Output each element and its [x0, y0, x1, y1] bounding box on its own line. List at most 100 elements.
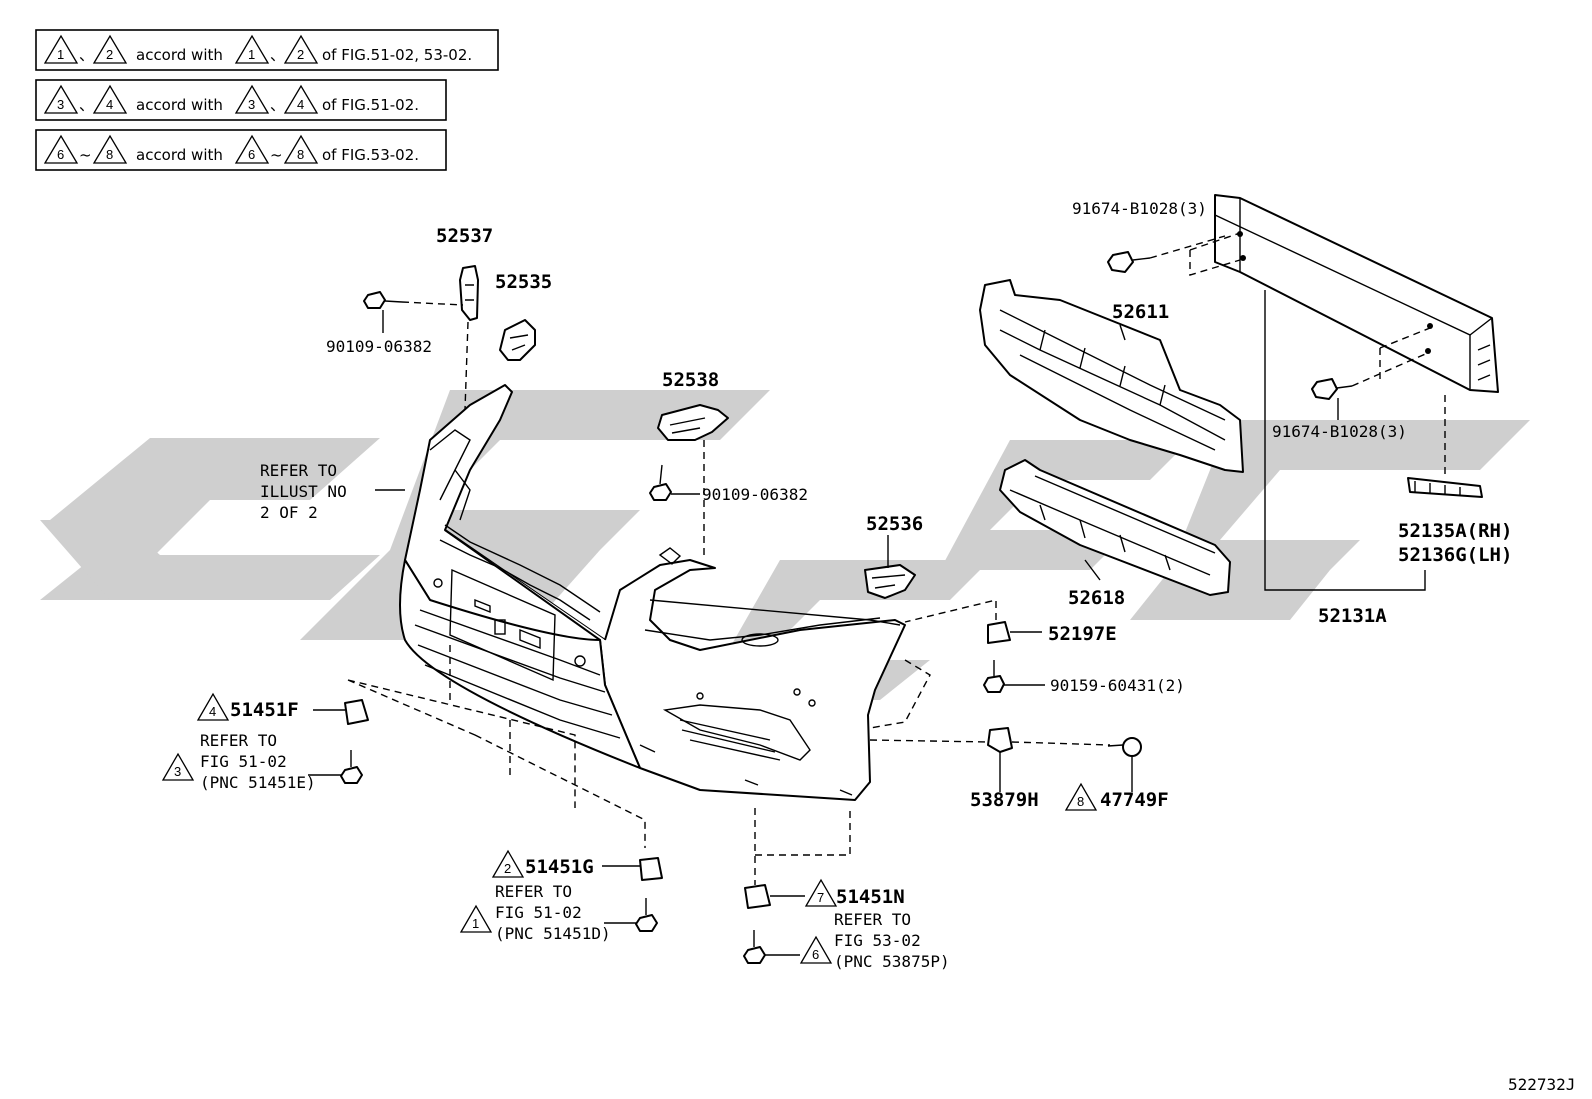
retainer-52535	[499, 319, 536, 361]
warning-triangle-icon	[1064, 782, 1098, 811]
marker-ref3: 3	[161, 752, 195, 781]
legend-marker-from: 6	[248, 147, 255, 162]
reinforcement-bar	[1214, 194, 1499, 393]
warning-triangle-icon	[92, 134, 128, 164]
warning-triangle-icon	[283, 84, 319, 114]
legend-row-3: 6 ~ 8 accord with 6 ~ 8 of FIG.53-02.	[43, 134, 419, 164]
svg-text:FIG 51-02: FIG 51-02	[495, 903, 582, 922]
legend-marker-to: 8	[297, 147, 304, 162]
label-52611: 52611	[1112, 301, 1169, 323]
svg-text:(PNC 51451D): (PNC 51451D)	[495, 924, 611, 943]
warning-triangle-icon	[234, 34, 270, 64]
warning-triangle-icon	[43, 84, 79, 114]
bolt-91674-lower	[1311, 378, 1353, 400]
bolt-ref3	[340, 750, 363, 784]
marker-51451G: 2	[491, 849, 525, 878]
label-52197E: 52197E	[1048, 623, 1117, 645]
svg-text:(PNC 53875P): (PNC 53875P)	[834, 952, 950, 971]
svg-text:2 OF 2: 2 OF 2	[260, 503, 318, 522]
legend-ref: of FIG.51-02.	[322, 96, 419, 114]
note-illust: REFER TO ILLUST NO 2 OF 2	[260, 461, 347, 522]
warning-triangle-icon	[92, 34, 128, 64]
legend-marker-from: 1	[57, 47, 64, 62]
warning-triangle-icon	[491, 849, 525, 878]
clip-52197E	[987, 621, 1011, 644]
bolt-90109-upper	[363, 291, 403, 309]
legend-marker-from: 3	[248, 97, 255, 112]
label-51451F: 51451F	[230, 699, 299, 721]
label-52136G: 52136G(LH)	[1398, 544, 1512, 566]
marker-ref1: 1	[459, 904, 493, 933]
legend-marker-from: 6	[57, 147, 64, 162]
legend-marker-to: 2	[106, 47, 113, 62]
bracket-53879H	[987, 727, 1013, 753]
legend-separator: 、	[270, 96, 285, 114]
label-47749F: 47749F	[1100, 789, 1169, 811]
warning-triangle-icon	[459, 904, 493, 933]
label-90109-lower: 90109-06382	[702, 485, 808, 504]
note-ref1: REFER TO FIG 51-02 (PNC 51451D)	[495, 882, 611, 943]
legend-separator: 、	[79, 96, 94, 114]
label-90159: 90159-60431(2)	[1050, 676, 1185, 695]
retainer-52538	[657, 404, 729, 441]
marker-51451F: 4	[196, 692, 230, 721]
legend-separator: ~	[270, 146, 283, 164]
warning-triangle-icon	[283, 134, 319, 164]
clip-51451N	[744, 884, 771, 909]
svg-text:ILLUST NO: ILLUST NO	[260, 482, 347, 501]
marker-ref6: 6	[799, 935, 833, 964]
legend-marker-to: 4	[106, 97, 113, 112]
warning-triangle-icon	[43, 134, 79, 164]
retainer-52536	[864, 564, 916, 599]
legend-text: accord with	[136, 146, 223, 164]
svg-text:REFER TO: REFER TO	[260, 461, 337, 480]
warning-triangle-icon	[43, 34, 79, 64]
legend-marker-to: 8	[106, 147, 113, 162]
legend-row-1: 1 、 2 accord with 1 、 2 of FIG.51-02, 53…	[43, 34, 472, 64]
warning-triangle-icon	[196, 692, 230, 721]
clip-51451F	[344, 699, 369, 725]
svg-text:7: 7	[817, 890, 824, 905]
warning-triangle-icon	[804, 878, 838, 907]
legend-separator: 、	[270, 46, 285, 64]
label-52535: 52535	[495, 271, 552, 293]
marker-47749F: 8	[1064, 782, 1098, 811]
svg-text:4: 4	[209, 704, 216, 719]
label-51451G: 51451G	[525, 856, 594, 878]
label-52618: 52618	[1068, 587, 1125, 609]
warning-triangle-icon	[234, 84, 270, 114]
warning-triangle-icon	[283, 34, 319, 64]
svg-text:REFER TO: REFER TO	[200, 731, 277, 750]
label-52135A: 52135A(RH)	[1398, 520, 1512, 542]
marker-51451N: 7	[804, 878, 838, 907]
legend-separator: 、	[79, 46, 94, 64]
bolt-ref1	[635, 898, 658, 932]
figure-id: 522732J	[1508, 1075, 1575, 1094]
plug-47749F	[1107, 737, 1142, 757]
svg-text:2: 2	[504, 861, 511, 876]
label-52131A: 52131A	[1318, 605, 1387, 627]
legend-row-2: 3 、 4 accord with 3 、 4 of FIG.51-02.	[43, 84, 419, 114]
label-52537: 52537	[436, 225, 493, 247]
legend-marker-to: 2	[297, 47, 304, 62]
svg-text:3: 3	[174, 764, 181, 779]
legend-text: accord with	[136, 96, 223, 114]
label-52536: 52536	[866, 513, 923, 535]
legend: 1 、 2 accord with 1 、 2 of FIG.51-02, 53…	[35, 29, 499, 171]
note-ref3: REFER TO FIG 51-02 (PNC 51451E)	[200, 731, 316, 792]
screw-90159	[983, 660, 1005, 693]
label-91674-lower: 91674-B1028(3)	[1272, 422, 1407, 441]
warning-triangle-icon	[799, 935, 833, 964]
legend-separator: ~	[79, 146, 92, 164]
svg-text:8: 8	[1077, 794, 1084, 809]
retainer-52537	[459, 265, 479, 321]
warning-triangle-icon	[234, 134, 270, 164]
legend-marker-from: 3	[57, 97, 64, 112]
bolt-ref6	[743, 930, 766, 964]
svg-text:FIG 51-02: FIG 51-02	[200, 752, 287, 771]
label-51451N: 51451N	[836, 886, 905, 908]
bolt-91674-upper	[1107, 251, 1151, 273]
svg-text:REFER TO: REFER TO	[834, 910, 911, 929]
label-52538: 52538	[662, 369, 719, 391]
warning-triangle-icon	[92, 84, 128, 114]
